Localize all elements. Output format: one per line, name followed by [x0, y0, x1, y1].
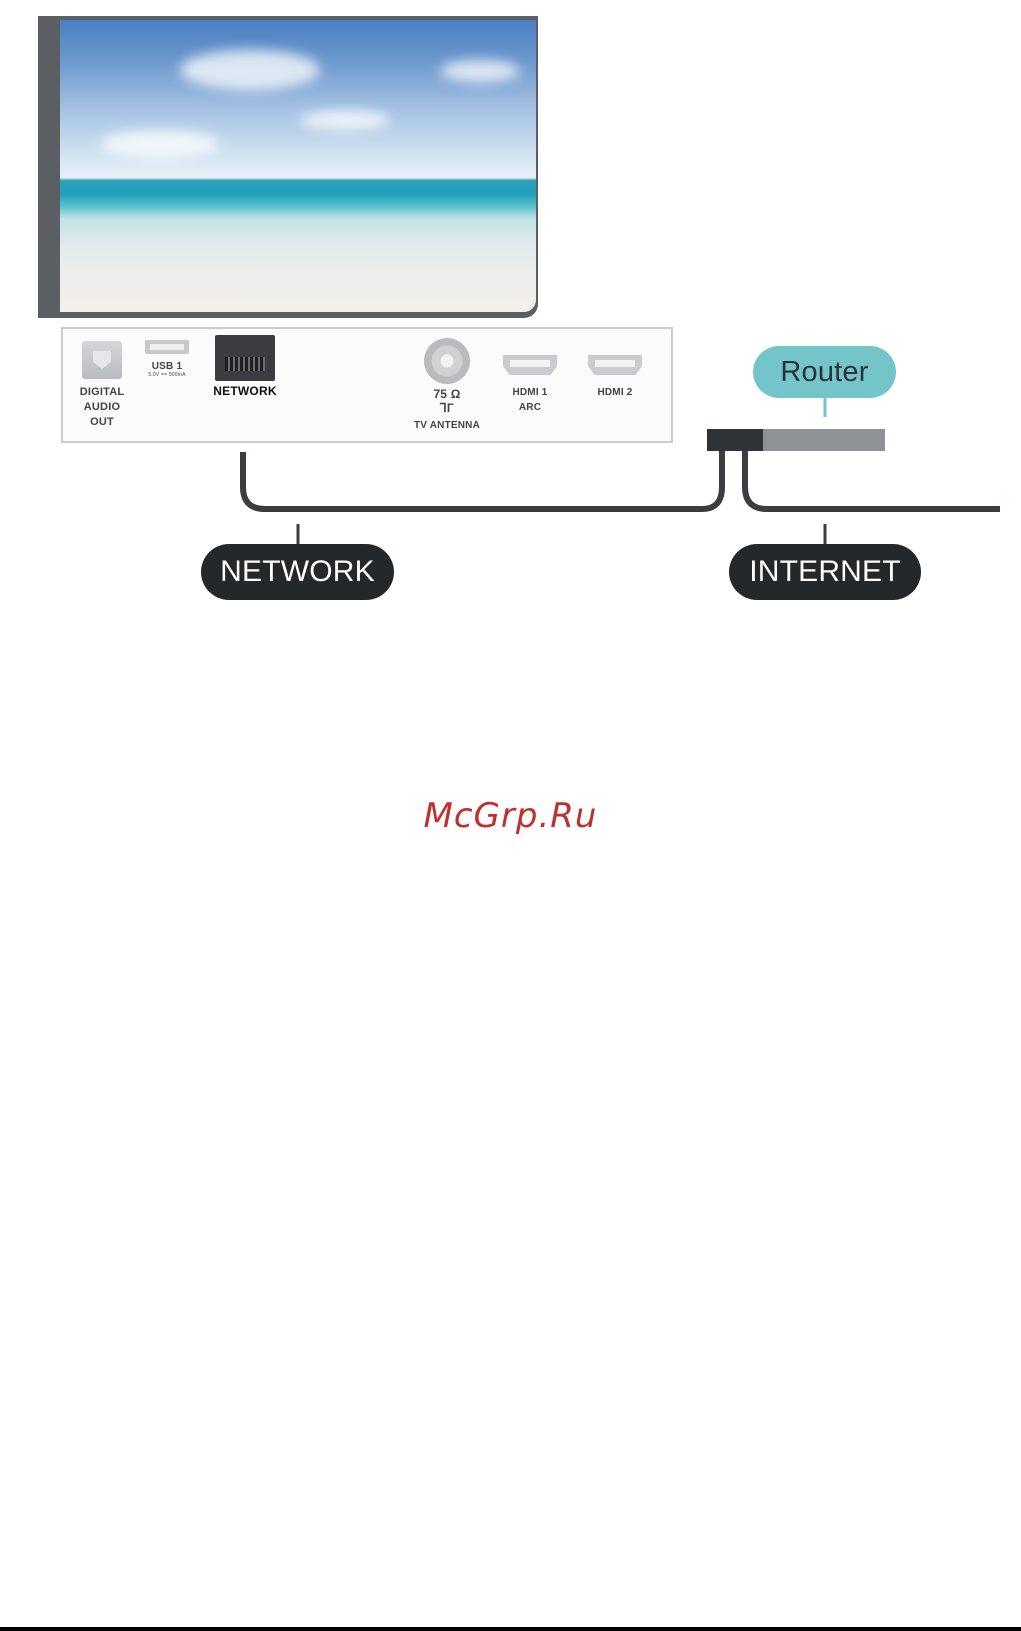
page-bottom-rule [0, 1627, 1021, 1631]
network-label: NETWORK [201, 544, 394, 600]
internet-label: INTERNET [729, 544, 921, 600]
router-label: Router [753, 346, 896, 398]
cable-diagram [0, 0, 1021, 620]
internet-cable [745, 451, 1000, 509]
watermark-text: McGrp.Ru [0, 796, 1021, 836]
network-cable [243, 451, 722, 509]
